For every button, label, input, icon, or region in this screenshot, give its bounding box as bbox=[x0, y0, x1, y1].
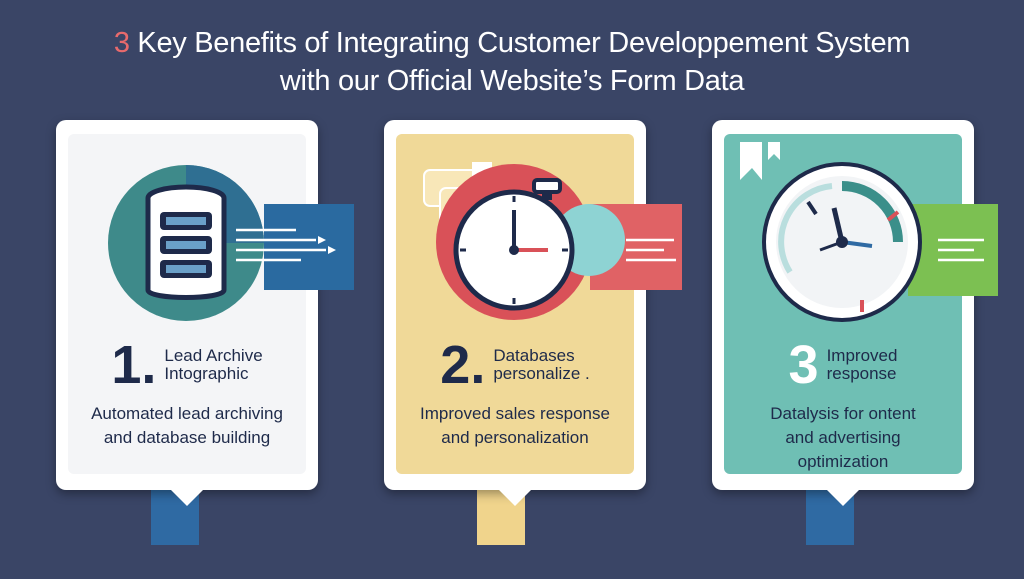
card-1-title: Lead Archive Intographic bbox=[164, 346, 263, 383]
stopwatch-icon bbox=[423, 162, 676, 320]
card-2-heading: 2. Databases personalize . bbox=[384, 338, 646, 392]
card-2-title: Databases personalize . bbox=[493, 346, 590, 383]
card-3-pointer bbox=[825, 488, 861, 506]
title-line2: with our Official Website’s Form Data bbox=[279, 65, 745, 97]
card-3-number: 3 bbox=[788, 335, 819, 395]
card-2-number: 2. bbox=[440, 335, 486, 395]
card-2-pointer bbox=[497, 488, 533, 506]
card-2-description: Improved sales response and personalizat… bbox=[420, 404, 610, 447]
card-3-heading: 3 Improved response bbox=[712, 338, 974, 392]
title-line1: Key Benefits of Integrating Customer Dev… bbox=[129, 27, 911, 59]
card-3-description: Datalysis for ontent and advertising opt… bbox=[770, 404, 916, 471]
card-1-number: 1. bbox=[111, 335, 157, 395]
card-3-title: Improved response bbox=[826, 346, 898, 383]
card-1-ribbon bbox=[264, 204, 354, 290]
card-1-pointer bbox=[169, 488, 205, 506]
database-icon bbox=[108, 165, 336, 321]
benefit-card-3: 3 Improved response Datalysis for ontent… bbox=[712, 120, 998, 506]
benefit-card-2: 2. Databases personalize . Improved sale… bbox=[384, 120, 682, 506]
title-number: 3 bbox=[113, 27, 130, 59]
clock-icon bbox=[740, 142, 984, 322]
card-1-description: Automated lead archiving and database bu… bbox=[91, 404, 283, 447]
benefit-card-1: 1. Lead Archive Intographic Automated le… bbox=[56, 120, 354, 506]
card-1-heading: 1. Lead Archive Intographic bbox=[56, 338, 318, 392]
page-title: 3 Key Benefits of Integrating Customer D… bbox=[0, 24, 1024, 100]
